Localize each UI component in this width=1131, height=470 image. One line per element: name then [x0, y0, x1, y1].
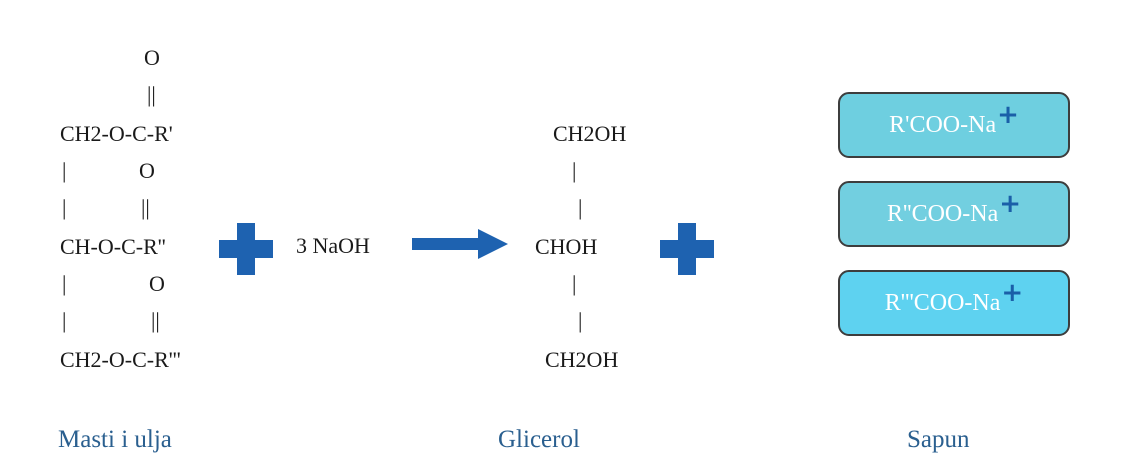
plus-icon [219, 223, 273, 275]
glycerol-bond-3: | [572, 271, 577, 296]
glycerol-line-2: CHOH [535, 234, 598, 259]
fat-connector-4: | [62, 308, 67, 333]
glycerol-bond-1: | [572, 158, 577, 183]
reagent-naoh: 3 NaOH [296, 233, 370, 258]
carbonyl-oxygen-2: O [139, 158, 155, 183]
fat-line-2: CH-O-C-R'' [60, 234, 166, 259]
carbonyl-oxygen-1: O [144, 45, 160, 70]
fat-line-1: CH2-O-C-R' [60, 121, 173, 146]
glycerol-bond-4: | [578, 308, 583, 333]
caption-glycerol: Glicerol [498, 426, 580, 453]
soap-label-2: R''COO-Na [886, 200, 999, 227]
caption-soap: Sapun [907, 426, 970, 453]
glycerol-line-3: CH2OH [545, 347, 619, 372]
right-arrow-icon [412, 229, 508, 259]
glycerol-line-1: CH2OH [553, 121, 627, 146]
charge-plus-icon: + [1001, 278, 1024, 308]
fat-connector-3: | [62, 271, 67, 296]
double-bond-2: || [141, 195, 150, 220]
soap-label-1: R'COO-Na [889, 111, 997, 138]
fat-connector-2: | [62, 195, 67, 220]
soap-box-2: R''COO-Na+ [838, 181, 1070, 247]
caption-fats-oils: Masti i ulja [58, 426, 172, 453]
glycerol-bond-2: | [578, 195, 583, 220]
fat-connector-1: | [62, 158, 67, 183]
double-bond-1: || [147, 82, 156, 107]
charge-plus-icon: + [997, 100, 1019, 130]
fat-line-3: CH2-O-C-R''' [60, 347, 181, 372]
soap-box-1: R'COO-Na+ [838, 92, 1070, 158]
carbonyl-oxygen-3: O [149, 271, 165, 296]
soap-label-3: R'''COO-Na [884, 289, 1001, 316]
plus-icon [660, 223, 714, 275]
double-bond-3: || [151, 308, 160, 333]
soap-box-3: R'''COO-Na+ [838, 270, 1070, 336]
charge-plus-icon: + [999, 189, 1022, 219]
